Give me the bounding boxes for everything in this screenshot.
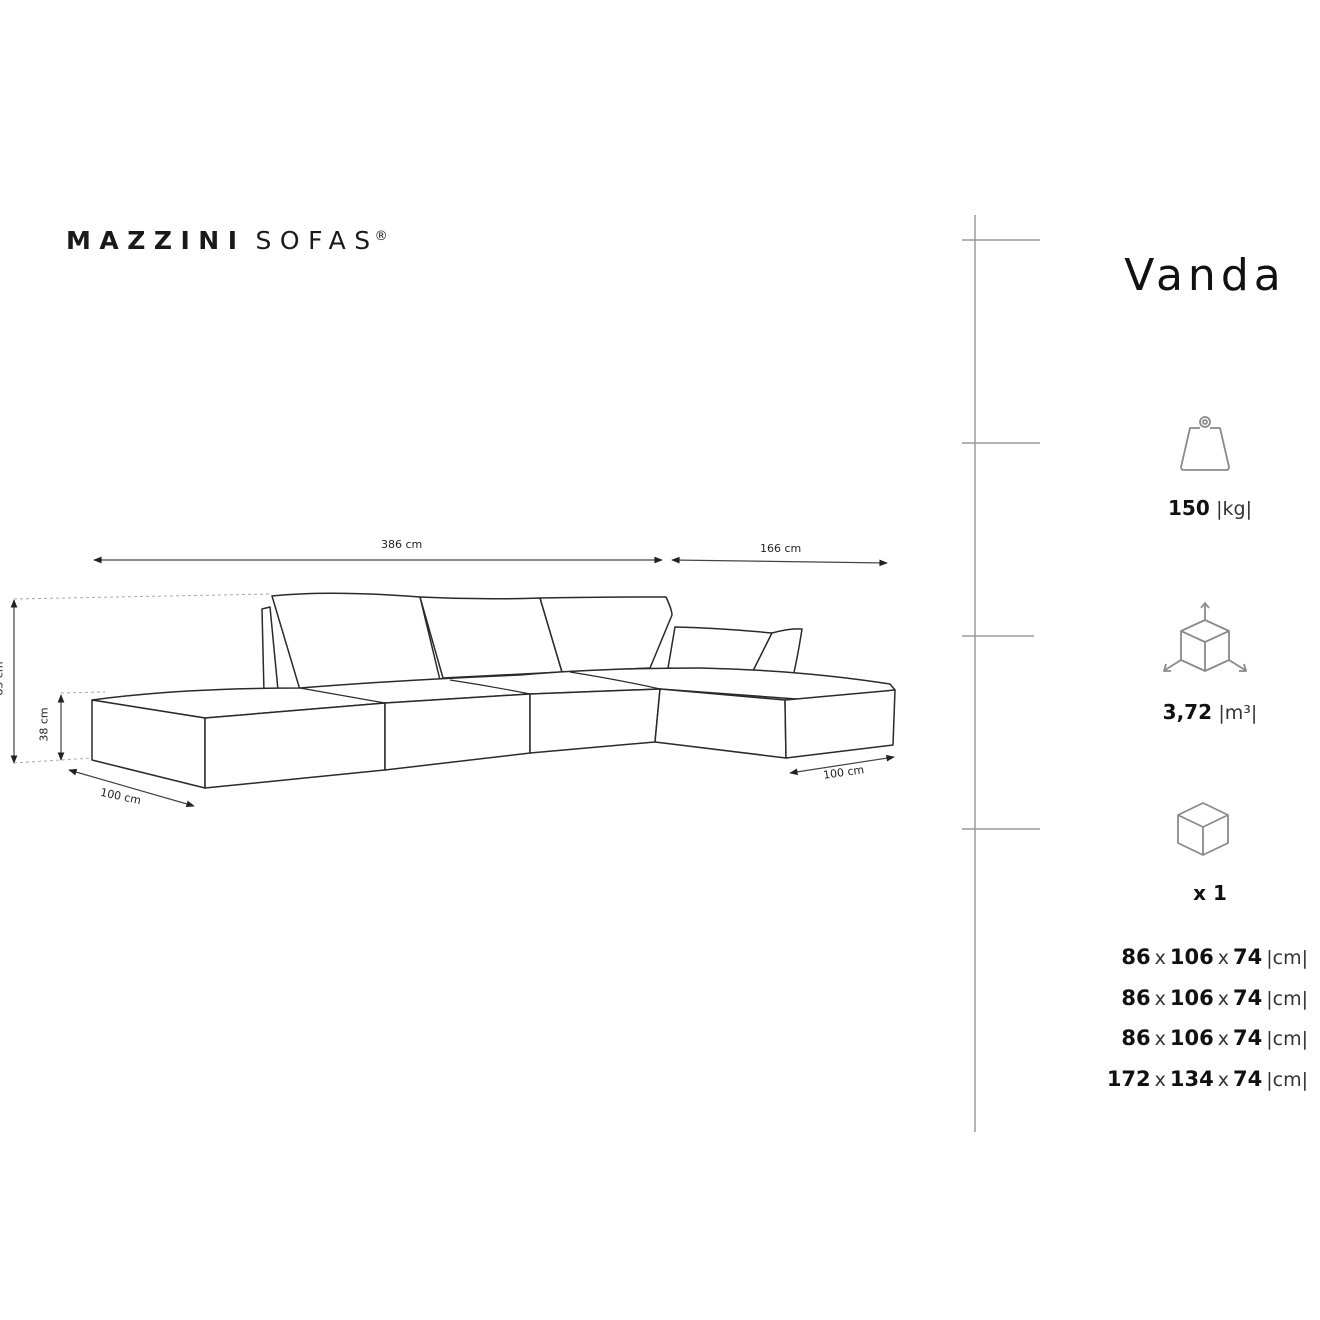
volume-value: 3,72 (1162, 700, 1213, 724)
package-width: 86 (1121, 1026, 1151, 1050)
brand-logo: MAZZINI SOFAS® (66, 226, 388, 255)
package-depth: 106 (1169, 1026, 1214, 1050)
package-height: 74 (1233, 985, 1263, 1010)
dashed-guides (13, 593, 271, 764)
height-label-total: 85 cm (0, 661, 6, 696)
packages-spec: x 1 (1110, 881, 1310, 905)
packages-count: x 1 (1193, 881, 1227, 905)
package-unit: |cm| (1266, 1028, 1308, 1050)
width-label-right: 166 cm (760, 542, 802, 555)
spec-divider (962, 215, 1040, 1132)
package-depth: 134 (1169, 1066, 1214, 1091)
package-cube-icon (1177, 802, 1229, 856)
package-unit: |cm| (1266, 1068, 1308, 1091)
volume-spec: 3,72 |m³| (1110, 700, 1310, 724)
height-label-seat: 38 cm (37, 707, 51, 742)
height-arrows (10, 599, 65, 764)
package-width: 86 (1121, 985, 1151, 1010)
weight-unit: |kg| (1216, 498, 1252, 520)
product-title: Vanda (1124, 250, 1286, 301)
package-width: 86 (1121, 945, 1151, 969)
volume-cube-arrows-icon (1163, 602, 1247, 672)
package-height: 74 (1233, 1026, 1263, 1050)
weight-icon (1180, 416, 1230, 471)
sofa-outline (91, 592, 896, 789)
width-label-left: 386 cm (381, 538, 423, 551)
brand-name-bold: MAZZINI (66, 226, 246, 255)
package-depth: 106 (1169, 945, 1214, 969)
weight-spec: 150 |kg| (1110, 496, 1310, 520)
registered-mark: ® (374, 229, 388, 244)
depth-arrows (68, 754, 895, 808)
package-depth: 106 (1169, 985, 1214, 1010)
package-unit: |cm| (1266, 987, 1308, 1010)
package-height: 74 (1233, 1066, 1263, 1091)
package-width: 172 (1106, 1066, 1151, 1091)
package-height: 74 (1233, 945, 1263, 969)
brand-name-light: SOFAS (255, 226, 379, 255)
package-unit: |cm| (1266, 947, 1308, 969)
width-arrows (93, 556, 888, 567)
weight-value: 150 (1168, 496, 1210, 520)
volume-unit: |m³| (1218, 702, 1258, 724)
